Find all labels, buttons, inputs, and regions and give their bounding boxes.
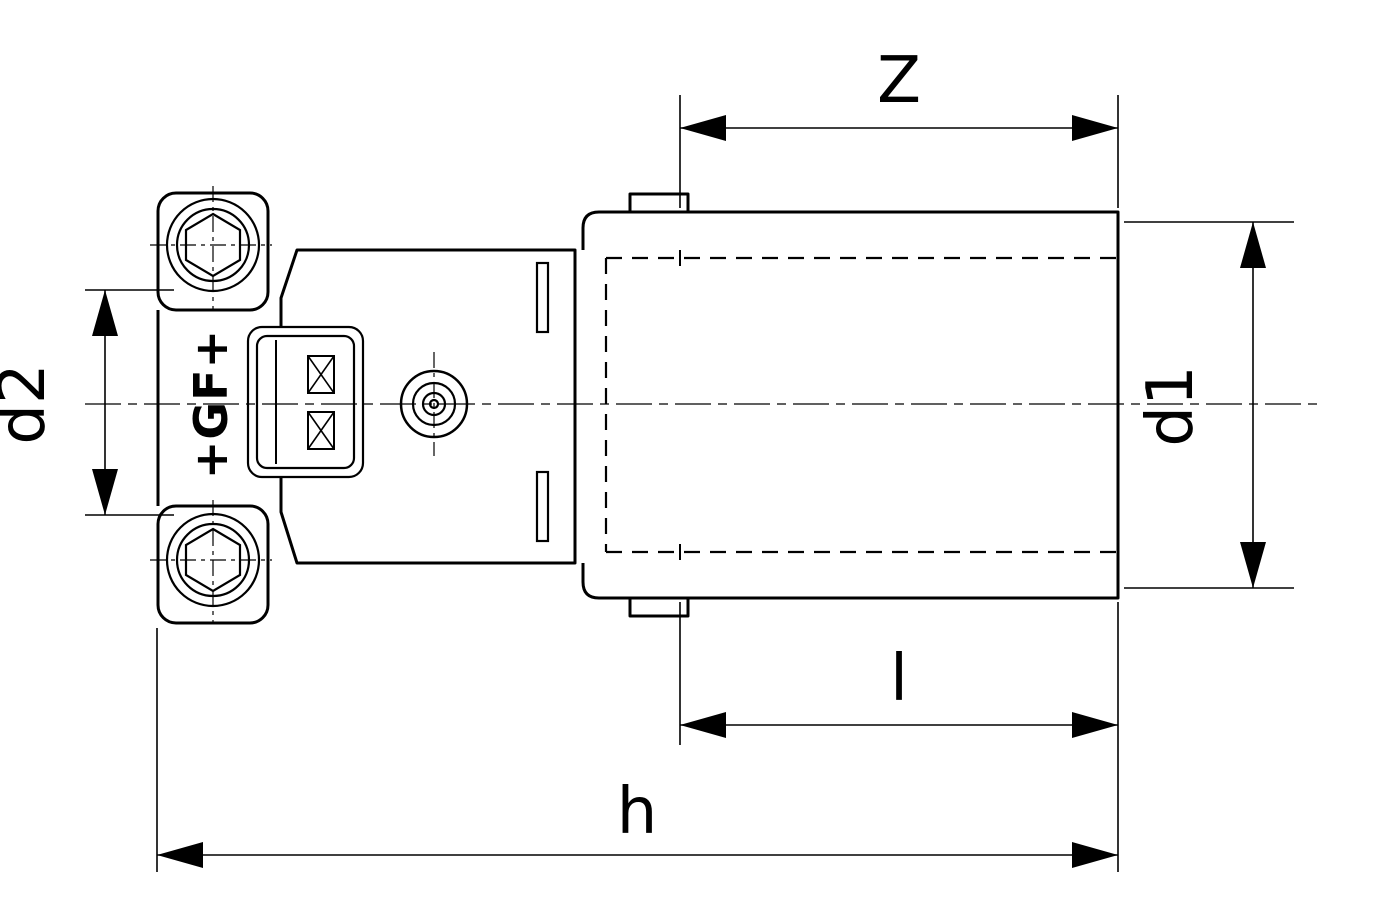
top-tab [628,192,690,212]
fitting-outline [156,191,1120,625]
socket-cylinder [581,210,1120,600]
arrow-d2-bottom [92,469,118,515]
dim-label-d1: d1 [1134,365,1208,446]
terminal-pin-bottom-x2 [307,411,335,450]
gf-logo-text: +GF+ [184,329,238,479]
bottom-bolt-inner-circle [175,522,251,598]
top-bolt-inner-circle [175,207,251,283]
arrow-h-right [1072,842,1118,868]
boss-circle-2 [411,381,457,427]
connector-inner [255,334,356,470]
bottom-bolt-outer-circle [165,512,261,608]
dim-label-z: Z [877,44,921,118]
arrow-h-left [157,842,203,868]
boss-circle-4 [428,398,440,410]
hidden-bore-lines [604,256,1118,554]
arrow-l-left [680,712,726,738]
boss-circle-3 [421,391,447,417]
rib-top [535,261,550,334]
arrow-d2-top [92,290,118,336]
top-bolt-hex [184,212,242,278]
rib-bottom [535,470,550,543]
arrow-l-right [1072,712,1118,738]
arrow-z-right [1072,115,1118,141]
top-bolt-outer-circle [165,197,261,293]
arrow-d1-top [1240,222,1266,268]
arrow-z-left [680,115,726,141]
terminal-pin-bottom [307,411,335,450]
terminal-pin-top-x2 [307,355,335,394]
top-clamp-housing [156,191,270,312]
dim-label-l: l [890,642,908,716]
bottom-tab [628,598,690,618]
dimension-arrowheads [92,115,1266,868]
bottom-clamp-housing [156,504,270,625]
centerlines [85,186,1318,622]
dim-label-d2: d2 [0,363,60,444]
dimensions [85,95,1294,872]
boss-circle-1 [399,369,469,439]
fitting-details [165,197,681,608]
body-block [279,248,577,565]
dim-label-h: h [617,775,658,849]
bottom-bolt-hex [184,527,242,593]
terminal-pin-top [307,355,335,394]
connector-outer [246,325,365,479]
arrow-d1-bottom [1240,542,1266,588]
